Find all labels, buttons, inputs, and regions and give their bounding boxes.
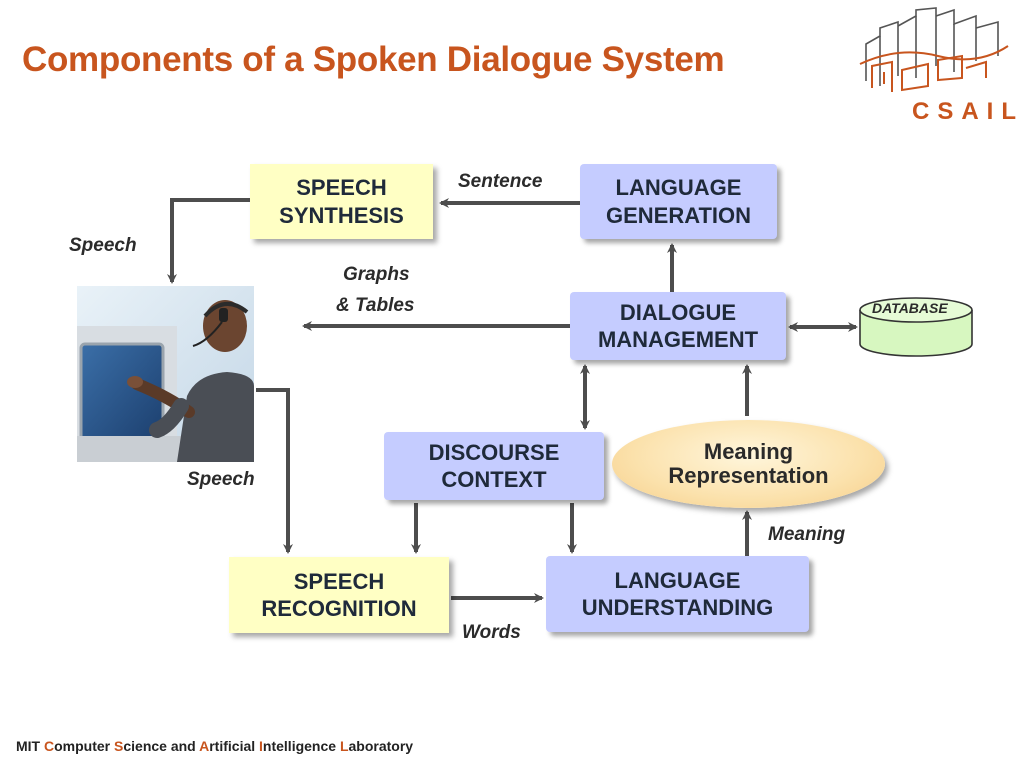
user-photo <box>77 286 254 462</box>
slide-title: Components of a Spoken Dialogue System <box>22 40 725 79</box>
database-label: DATABASE <box>872 300 948 316</box>
label-meaning: Meaning <box>768 524 846 545</box>
label-words: Words <box>462 622 521 643</box>
language-generation-box: LANGUAGE GENERATION <box>580 164 777 239</box>
speech-recognition-label: SPEECH RECOGNITION <box>261 568 417 622</box>
speech-synthesis-box: SPEECH SYNTHESIS <box>250 164 433 239</box>
label-tables: & Tables <box>336 295 415 316</box>
csail-logo-icon <box>859 7 1009 92</box>
discourse-context-label: DISCOURSE CONTEXT <box>428 439 560 493</box>
discourse-context-box: DISCOURSE CONTEXT <box>384 432 604 500</box>
label-speech-top: Speech <box>69 235 137 256</box>
footer-lab-name: MIT Computer Science and Artificial Inte… <box>16 738 414 754</box>
speech-synthesis-label: SPEECH SYNTHESIS <box>279 175 404 228</box>
dialogue-management-box: DIALOGUE MANAGEMENT <box>570 292 786 360</box>
label-graphs: Graphs <box>343 264 410 285</box>
speech-recognition-box: SPEECH RECOGNITION <box>229 557 449 633</box>
dialogue-management-label: DIALOGUE MANAGEMENT <box>597 299 759 353</box>
arrow-speech-out <box>167 198 250 284</box>
language-generation-label: LANGUAGE GENERATION <box>605 175 752 228</box>
label-sentence: Sentence <box>458 171 543 192</box>
language-understanding-label: LANGUAGE UNDERSTANDING <box>581 567 774 621</box>
database-cylinder-icon <box>859 297 973 357</box>
csail-logo-text: CSAIL <box>912 98 1024 125</box>
meaning-representation-ellipse: Meaning Representation <box>612 420 885 508</box>
label-speech-bottom: Speech <box>187 469 255 490</box>
meaning-representation-label: Meaning Representation <box>668 438 829 488</box>
arrow-speech-in <box>256 388 293 554</box>
language-understanding-box: LANGUAGE UNDERSTANDING <box>546 556 809 632</box>
